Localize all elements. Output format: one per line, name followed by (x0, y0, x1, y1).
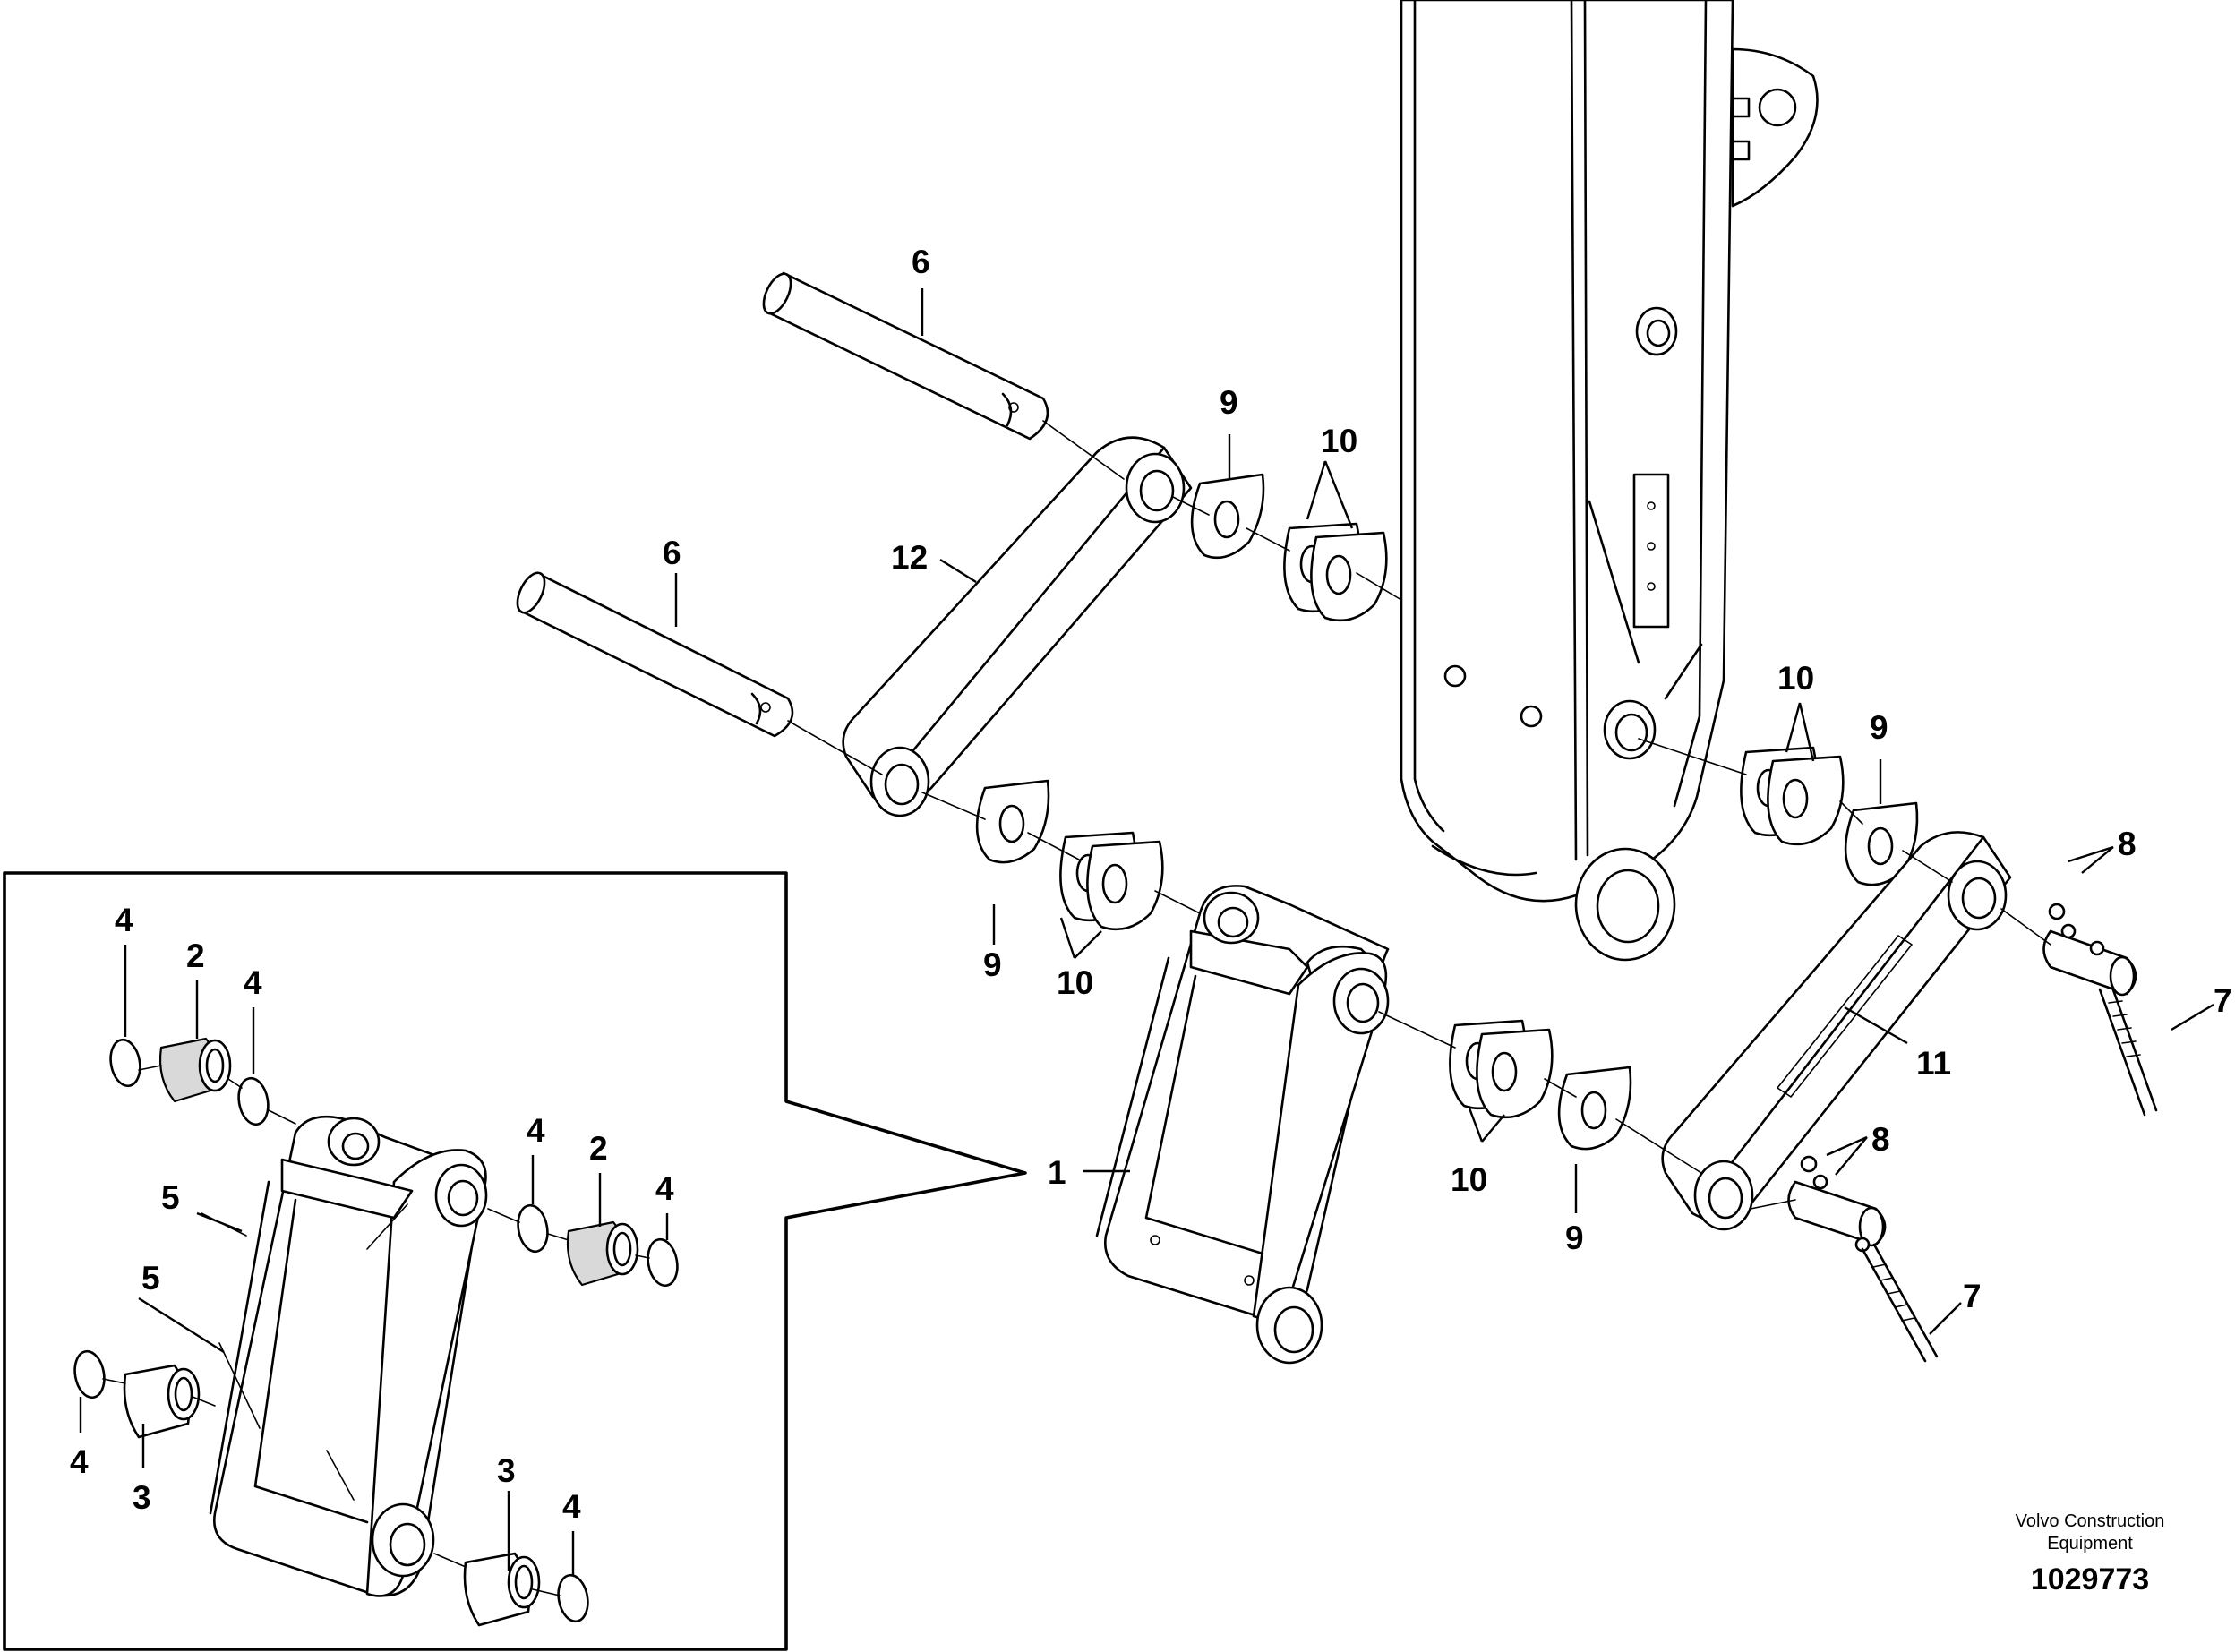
locking-pin-upper (2042, 903, 2158, 1117)
detail-callout-2-upper: 2 (186, 937, 205, 974)
link-12 (842, 436, 1193, 817)
h-link-1 (1095, 885, 1390, 1365)
callout-10-right-lower: 10 (1451, 1161, 1487, 1198)
washer-9-lower-left (975, 779, 1050, 864)
assembly-axes (787, 420, 2051, 1210)
callout-9-right-upper: 9 (1870, 709, 1888, 746)
washer-9-upper (1190, 473, 1265, 560)
detail-callout-4-e: 4 (70, 1443, 89, 1480)
callout-10-lower-left: 10 (1057, 964, 1093, 1001)
washer-9-right-upper (1844, 801, 1919, 886)
callout-leaders (674, 288, 2214, 1335)
washer-9-right-lower (1557, 1066, 1632, 1151)
callout-9-right-lower: 9 (1565, 1220, 1584, 1256)
callout-11: 11 (1916, 1045, 1951, 1082)
brand-line-1: Volvo Construction (2016, 1511, 2165, 1531)
shim-10-upper (1283, 522, 1388, 622)
detail-callout-5-upper: 5 (161, 1179, 180, 1216)
callout-8-upper: 8 (2118, 826, 2137, 862)
callout-10-right-upper: 10 (1777, 660, 1814, 697)
detail-callout-4-f: 4 (562, 1488, 581, 1525)
callout-7-lower: 7 (1963, 1278, 1982, 1314)
footer: Volvo Construction Equipment 1029773 (2016, 1511, 2165, 1596)
callout-6-lower: 6 (663, 535, 681, 571)
detail-callout-3-left: 3 (133, 1479, 151, 1516)
callout-7-upper: 7 (2214, 982, 2232, 1019)
callout-12: 12 (891, 539, 928, 576)
detail-callout-4-a: 4 (115, 902, 133, 938)
callout-labels: 6 6 12 9 10 9 10 10 9 8 7 11 1 10 9 8 7 (663, 244, 2232, 1314)
bushing-2-upper (158, 1037, 232, 1103)
detail-inset: 4 2 4 5 4 2 4 5 4 3 3 4 (3, 871, 1027, 1651)
document-number: 1029773 (2031, 1562, 2149, 1596)
brand-line-2: Equipment (2047, 1534, 2133, 1554)
shim-10-right-lower (1449, 1019, 1554, 1119)
detail-callout-5-lower: 5 (141, 1260, 160, 1297)
pin-lower (516, 571, 794, 738)
locking-pin-lower (1787, 1155, 1939, 1363)
bushing-2-right (566, 1220, 639, 1287)
callout-8-lower: 8 (1871, 1121, 1890, 1158)
shim-10-right-upper (1740, 746, 1845, 846)
detail-callout-4-b: 4 (244, 964, 262, 1001)
pin-upper (762, 271, 1049, 441)
callout-9-lower-left: 9 (983, 946, 1002, 983)
detail-callout-3-lower: 3 (497, 1452, 516, 1489)
callout-9-upper: 9 (1220, 384, 1238, 421)
detail-callout-2-right: 2 (589, 1130, 608, 1167)
callout-10-upper: 10 (1321, 423, 1357, 459)
link-11 (1661, 831, 2012, 1231)
dipper-arm (1400, 0, 1819, 962)
callout-1: 1 (1048, 1154, 1066, 1191)
bushing-3-left (123, 1364, 201, 1439)
bushing-3-lower (463, 1552, 541, 1627)
callout-6-upper: 6 (912, 244, 930, 280)
shim-10-lower-left (1059, 831, 1164, 931)
detail-callout-4-d: 4 (655, 1170, 674, 1207)
detail-callout-4-c: 4 (527, 1112, 545, 1149)
